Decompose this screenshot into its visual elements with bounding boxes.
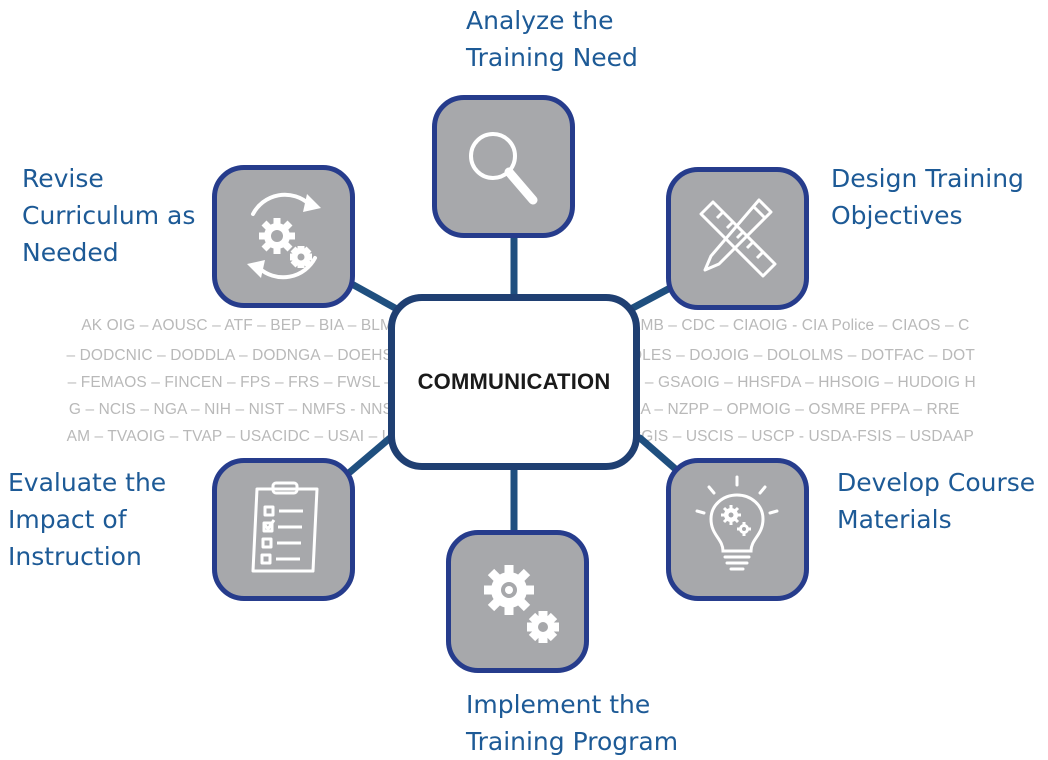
agency-line-right-2: OLES – DOJOIG – DOLOLMS – DOTFAC – DOT (630, 347, 975, 364)
agency-line-left-4: G – NCIS – NGA – NIH – NIST – NMFS - NNS (68, 401, 393, 418)
node-analyze (432, 95, 575, 238)
lightbulb-gears-icon (695, 475, 779, 571)
communication-hub: COMMUNICATION (388, 294, 640, 470)
magnifier-icon (469, 132, 538, 205)
ruler-pencil-icon (699, 198, 777, 278)
agency-line-left-5: AM – TVAOIG – TVAP – USACIDC – USAI – U (66, 428, 393, 445)
node-design (666, 167, 809, 310)
gears-cycle-icon (247, 192, 321, 280)
node-revise (212, 165, 355, 308)
node-implement (446, 530, 589, 673)
clipboard-checklist-icon (251, 481, 319, 573)
agency-line-left-1: AK OIG – AOUSC – ATF – BEP – BIA – BLM (81, 317, 393, 334)
gears-icon (484, 565, 559, 643)
label-design: Design Training Objectives (831, 164, 1024, 230)
hub-title: COMMUNICATION (417, 369, 611, 394)
agency-line-right-5: CGIS – USCIS – USCP - USDA-FSIS – USDAAP (630, 428, 974, 445)
label-evaluate: Evaluate the Impact of Instruction (8, 468, 167, 571)
label-analyze: Analyze the Training Need (466, 6, 638, 72)
agency-line-right-4: SA – NZPP – OPMOIG – OSMRE PFPA – RRE (630, 401, 960, 418)
agency-line-right-3: S – GSAOIG – HHSFDA – HHSOIG – HUDOIG H (630, 374, 976, 391)
connector-develop (636, 434, 684, 477)
label-revise: Revise Curriculum as Needed (22, 164, 196, 267)
node-develop (666, 458, 809, 601)
label-implement: Implement the Training Program (466, 690, 679, 756)
agency-line-left-2: – DODCNIC – DODDLA – DODNGA – DOEHS (66, 347, 393, 364)
agency-line-right-1: AMB – CDC – CIAOIG - CIA Police – CIAOS … (630, 317, 970, 334)
connector-evaluate (346, 434, 394, 476)
agency-line-left-3: – FEMAOS – FINCEN – FPS – FRS – FWSL – (67, 374, 393, 391)
node-evaluate (212, 458, 355, 601)
label-develop: Develop Course Materials (837, 468, 1036, 534)
connector-design (623, 283, 676, 315)
